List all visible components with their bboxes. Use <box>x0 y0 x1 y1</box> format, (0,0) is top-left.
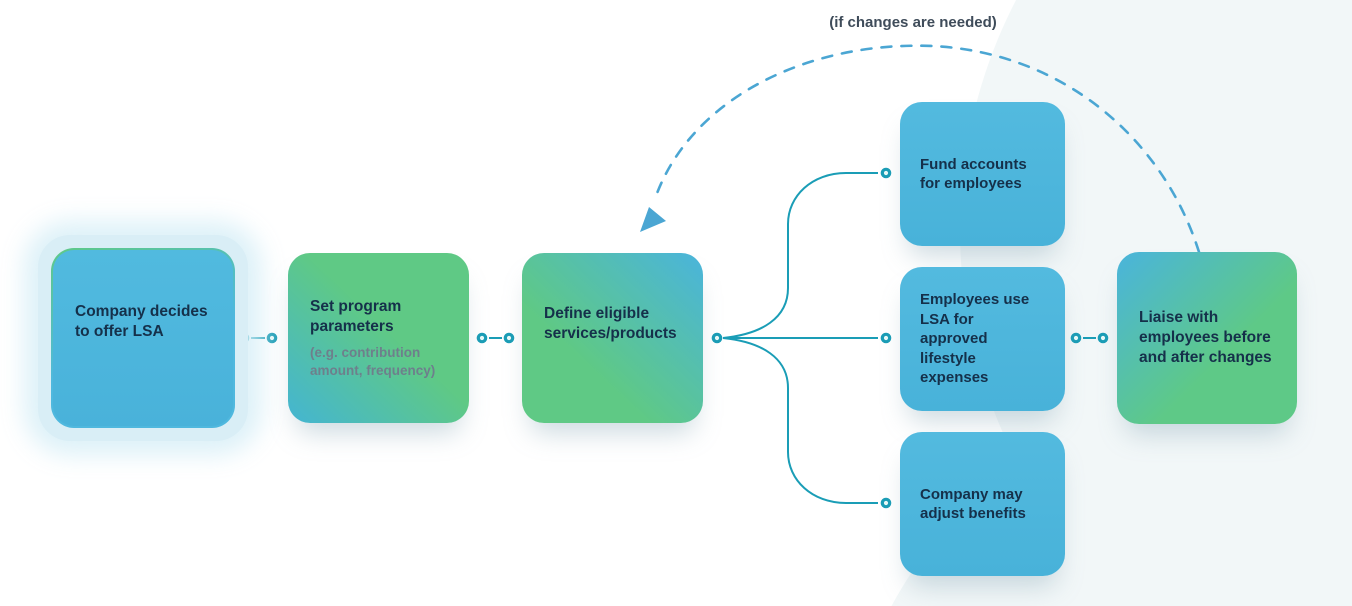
arrowhead-icon <box>640 207 666 232</box>
node-employees-use: Employees use LSA for approved lifestyle… <box>900 267 1065 411</box>
node-company-decides: Company decides to offer LSA <box>53 250 233 426</box>
node-liaise: Liaise with employees before and after c… <box>1117 252 1297 424</box>
node-set-parameters: Set program parameters (e.g. contributio… <box>288 253 469 423</box>
node-label: Employees use LSA for approved lifestyle… <box>920 291 1030 387</box>
connector-parameters-to-define <box>476 332 515 344</box>
node-label: Liaise with employees before and after c… <box>1139 308 1272 367</box>
node-label: Set program parameters <box>310 298 402 336</box>
node-sublabel: (e.g. contribution amount, frequency) <box>310 345 436 378</box>
node-label: Company may adjust benefits <box>920 485 1026 523</box>
branch-connector <box>711 167 892 509</box>
node-company-adjust: Company may adjust benefits <box>900 432 1065 576</box>
node-company-decides-border: Company decides to offer LSA <box>51 248 235 428</box>
node-label: Define eligible services/products <box>544 304 677 342</box>
node-define-eligible: Define eligible services/products <box>522 253 703 423</box>
node-label: Fund accounts for employees <box>920 155 1027 193</box>
feedback-arrow-label: (if changes are needed) <box>829 14 997 31</box>
node-label: Company decides to offer LSA <box>75 302 208 340</box>
node-fund-accounts: Fund accounts for employees <box>900 102 1065 246</box>
